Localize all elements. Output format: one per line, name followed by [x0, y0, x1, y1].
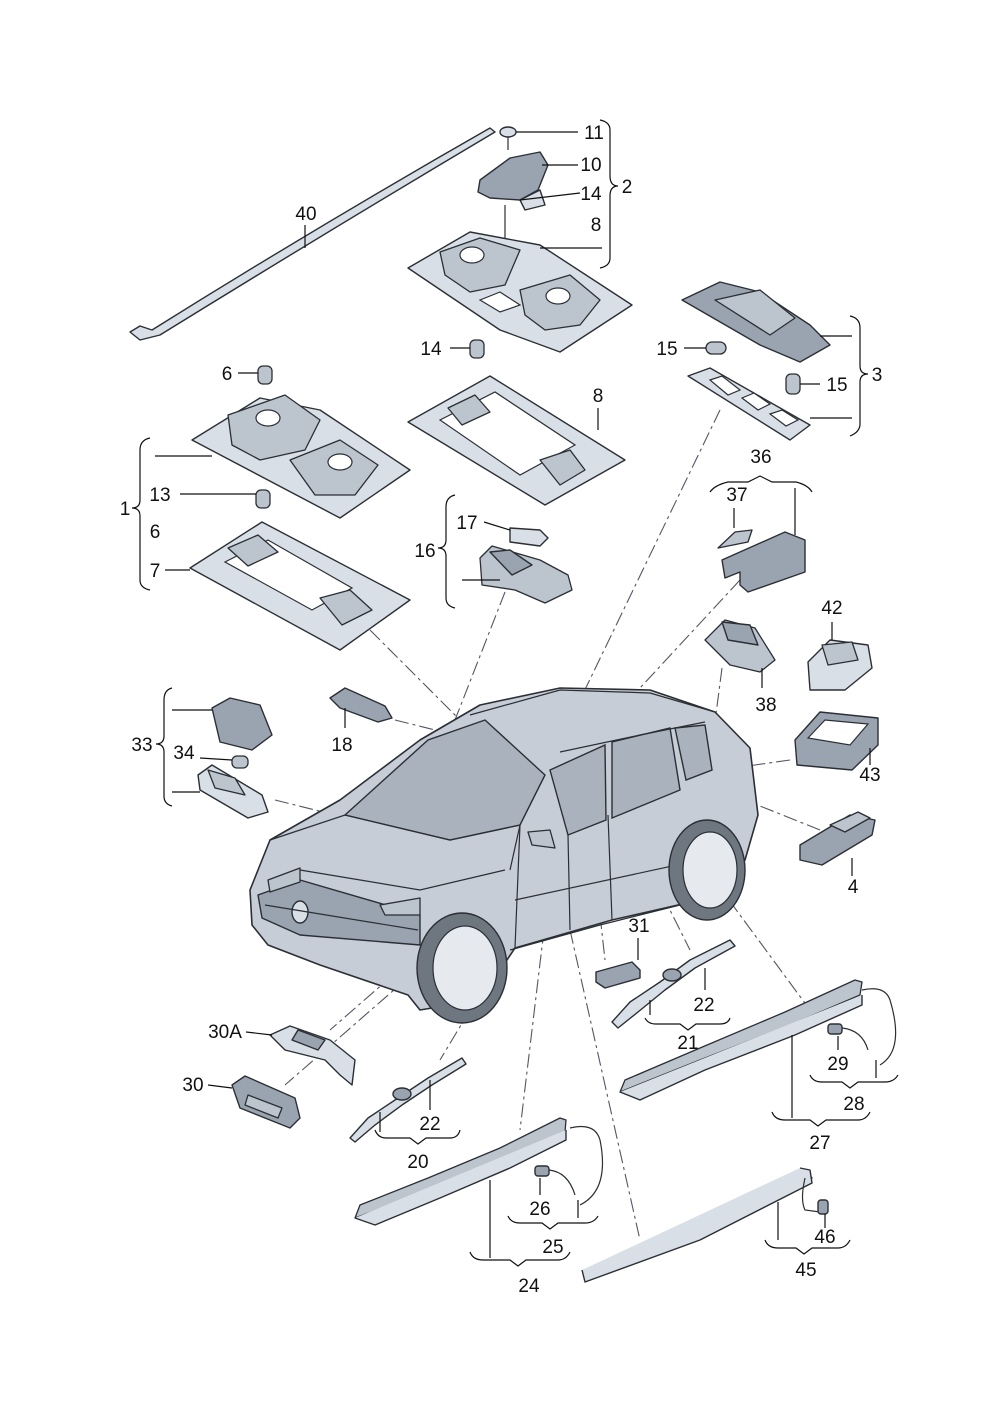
part-group-2-overhead-module	[407, 119, 633, 353]
label-27: 27	[809, 1133, 830, 1154]
part-31-light	[595, 938, 641, 989]
part-group-1-roof-console	[131, 365, 411, 651]
label-6-top: 6	[222, 364, 233, 385]
label-42: 42	[821, 598, 842, 619]
callout-labels: 40 11 10 14 2 8 6 14 8 15 15 3 1 13 6 7 …	[120, 123, 883, 1297]
label-36: 36	[750, 447, 771, 468]
label-40: 40	[295, 204, 316, 225]
label-22-right: 22	[693, 995, 714, 1016]
part-30A-lamp	[245, 1025, 356, 1086]
part-group-16-lamp	[437, 494, 573, 609]
label-30: 30	[182, 1075, 203, 1096]
part-38-switch	[704, 619, 776, 688]
label-34: 34	[173, 743, 195, 764]
label-17: 17	[456, 513, 477, 534]
part-group-45-scuff-plate	[581, 1167, 851, 1283]
label-15-left: 15	[656, 339, 677, 360]
label-37: 37	[726, 485, 747, 506]
label-15-right: 15	[826, 375, 847, 396]
part-group-33-light-unit	[155, 687, 273, 819]
label-43: 43	[859, 765, 880, 786]
label-1: 1	[120, 499, 131, 520]
label-25: 25	[542, 1237, 563, 1258]
label-8-top: 8	[591, 215, 602, 236]
label-2: 2	[622, 177, 633, 198]
label-30A: 30A	[208, 1022, 242, 1043]
label-31: 31	[628, 916, 649, 937]
part-4-lamp	[799, 811, 876, 876]
label-10: 10	[580, 155, 601, 176]
label-13: 13	[149, 485, 170, 506]
label-33: 33	[131, 735, 152, 756]
part-18-lamp	[329, 687, 393, 728]
label-38: 38	[755, 695, 776, 716]
label-22-left: 22	[419, 1114, 440, 1135]
part-8-frame	[407, 339, 626, 506]
label-28: 28	[843, 1094, 864, 1115]
part-group-21-ambient-strip	[611, 939, 736, 1031]
label-7: 7	[150, 561, 161, 582]
part-group-36-footwell-light	[709, 475, 813, 593]
part-group-20-ambient-strip	[349, 1057, 467, 1145]
label-45: 45	[795, 1260, 816, 1281]
part-group-27-sill-light	[619, 979, 899, 1127]
label-3: 3	[872, 365, 883, 386]
label-26: 26	[529, 1199, 550, 1220]
label-4: 4	[848, 877, 859, 898]
label-18: 18	[331, 735, 352, 756]
label-6-bottom: 6	[150, 522, 161, 543]
label-8-mid: 8	[593, 386, 604, 407]
part-42-cover	[807, 622, 873, 691]
vehicle-illustration	[249, 687, 759, 1024]
label-14-top: 14	[580, 184, 602, 205]
part-30-lamp	[207, 1075, 301, 1129]
label-20: 20	[407, 1152, 428, 1173]
part-43-housing	[794, 711, 879, 771]
label-46: 46	[814, 1227, 835, 1248]
label-14-mid: 14	[420, 339, 442, 360]
label-16: 16	[414, 541, 435, 562]
label-21: 21	[677, 1033, 698, 1054]
part-group-24-sill-light	[354, 1117, 604, 1267]
label-11: 11	[584, 123, 604, 144]
label-24: 24	[518, 1276, 540, 1297]
label-29: 29	[827, 1054, 848, 1075]
part-40-light-strip	[129, 127, 496, 341]
part-group-3-reading-light	[681, 281, 869, 441]
